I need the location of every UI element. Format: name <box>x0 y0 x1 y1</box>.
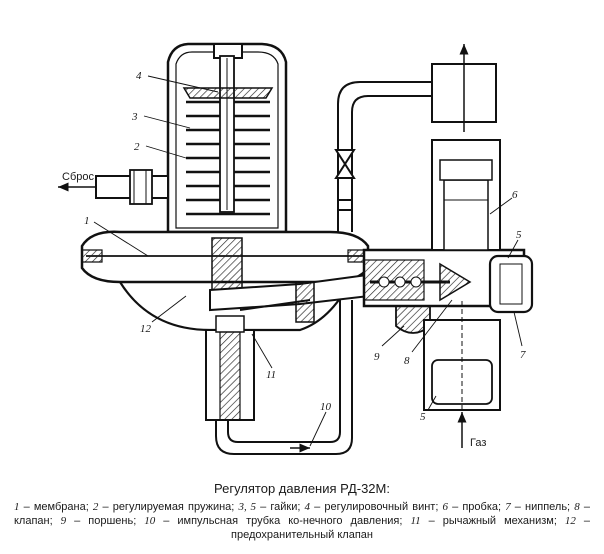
discharge-label: Сброс <box>62 171 94 183</box>
discharge-pipe <box>58 169 169 205</box>
impulse-tube <box>215 300 353 455</box>
legend-number: 8 <box>574 501 580 513</box>
legend-text: – гайки; <box>256 501 305 513</box>
legend-text: – рычажный механизм; <box>420 515 565 527</box>
caption-legend: 1 – мембрана; 2 – регулируемая пружина; … <box>14 500 590 542</box>
legend-number: 1 <box>14 501 20 513</box>
legend-number: 4 <box>304 501 311 513</box>
legend-number: 6 <box>442 501 449 513</box>
outlet-pipe <box>431 44 497 132</box>
legend-number: 12 <box>564 515 576 527</box>
legend-text: – пробка; <box>448 501 506 513</box>
legend-number: 10 <box>144 515 156 527</box>
legend-text: – мембрана; <box>19 501 93 513</box>
valve-body <box>362 248 534 334</box>
legend-number: 3, 5 <box>238 501 257 513</box>
regulator-diagram: 4 3 2 1 6 5 7 8 9 5 10 11 12 Сброс Газ <box>58 42 534 455</box>
legend-number: 9 <box>60 515 67 527</box>
callout-11: 11 <box>266 369 276 381</box>
callout-9: 9 <box>374 351 380 363</box>
vertical-column <box>423 139 501 448</box>
safety-valve <box>205 315 255 421</box>
callout-5-top: 5 <box>516 229 522 241</box>
figure-caption: Регулятор давления РД-32М: 1 – мембрана;… <box>0 481 604 542</box>
legend-text: – предохранительный клапан <box>231 515 590 541</box>
callout-3: 3 <box>131 111 138 123</box>
callout-numbers: 4 3 2 1 6 5 7 8 9 5 10 11 12 <box>84 70 526 423</box>
callout-6: 6 <box>512 189 518 201</box>
legend-number: 11 <box>410 515 421 527</box>
callout-5-bottom: 5 <box>420 411 426 423</box>
upper-tube <box>334 81 432 232</box>
legend-text: – ниппель; <box>510 501 575 513</box>
callout-7: 7 <box>520 349 526 361</box>
callout-10: 10 <box>320 401 332 413</box>
callout-4: 4 <box>136 70 142 82</box>
legend-text: – поршень; <box>66 515 145 527</box>
lever-mechanism <box>209 268 405 323</box>
callout-12: 12 <box>140 323 152 335</box>
callout-1: 1 <box>84 215 90 227</box>
legend-number: 2 <box>92 501 99 513</box>
gas-inlet-label: Газ <box>470 437 486 449</box>
leader-lines <box>93 75 523 447</box>
legend-number: 7 <box>505 501 511 513</box>
legend-text: – импульсная трубка ко-нечного давления; <box>155 515 411 527</box>
legend-text: – регулировочный винт; <box>310 501 443 513</box>
callout-2: 2 <box>134 141 140 153</box>
legend-text: – клапан; <box>14 501 590 527</box>
adjusting-screw <box>182 55 274 213</box>
callout-8: 8 <box>404 355 410 367</box>
caption-title: Регулятор давления РД-32М: <box>214 481 390 496</box>
legend-text: – регулируемая пружина; <box>98 501 239 513</box>
